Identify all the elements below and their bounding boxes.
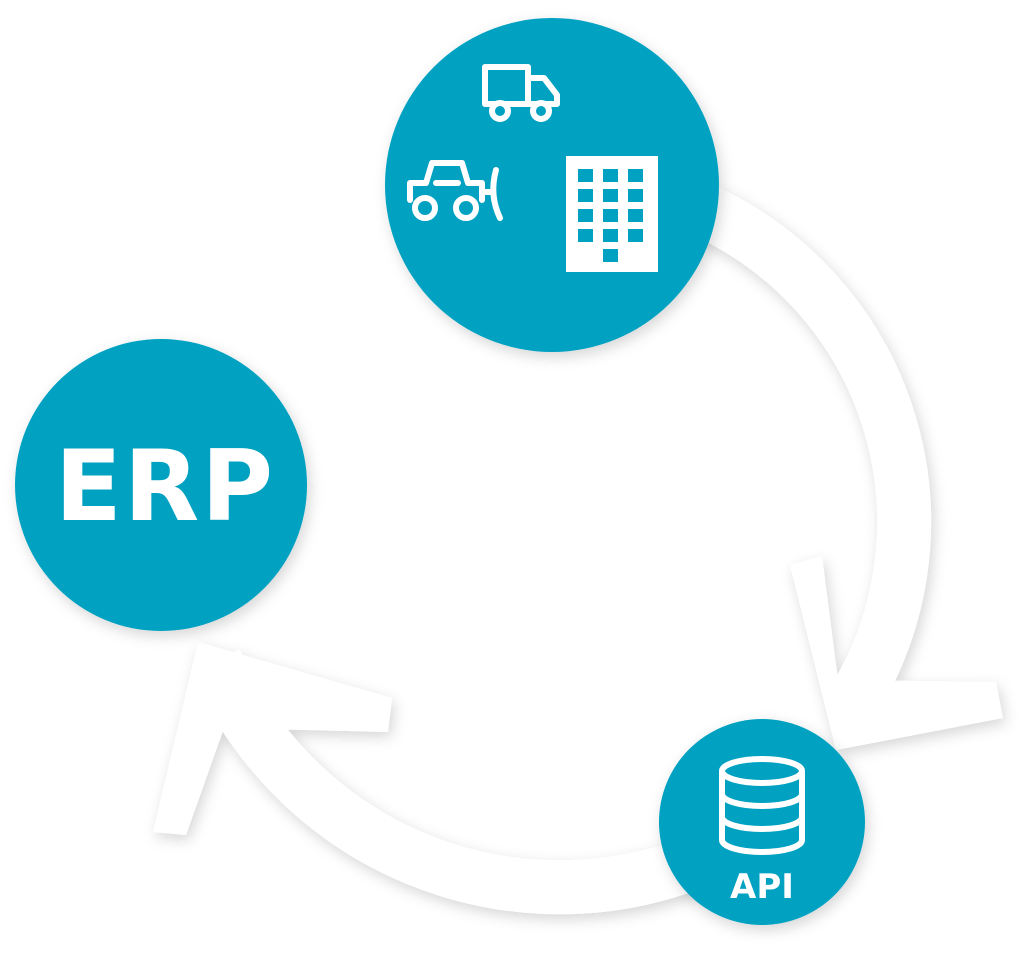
arrow-shaft-right bbox=[695, 187, 932, 715]
arrow-api-to-erp bbox=[153, 642, 711, 915]
database-icon bbox=[719, 756, 805, 855]
arrow-shaft-bottom bbox=[190, 649, 711, 915]
snowplow-tractor-icon bbox=[407, 160, 503, 221]
building-icon bbox=[566, 156, 658, 272]
erp-node bbox=[15, 339, 307, 631]
arrow-head-right bbox=[790, 556, 1003, 750]
erp-label: ERP bbox=[55, 430, 275, 544]
arrow-head-bottom bbox=[153, 642, 392, 835]
truck-icon bbox=[482, 64, 560, 122]
api-label: API bbox=[730, 867, 794, 907]
arrow-operations-to-api bbox=[695, 187, 1003, 750]
api-node bbox=[659, 719, 865, 925]
